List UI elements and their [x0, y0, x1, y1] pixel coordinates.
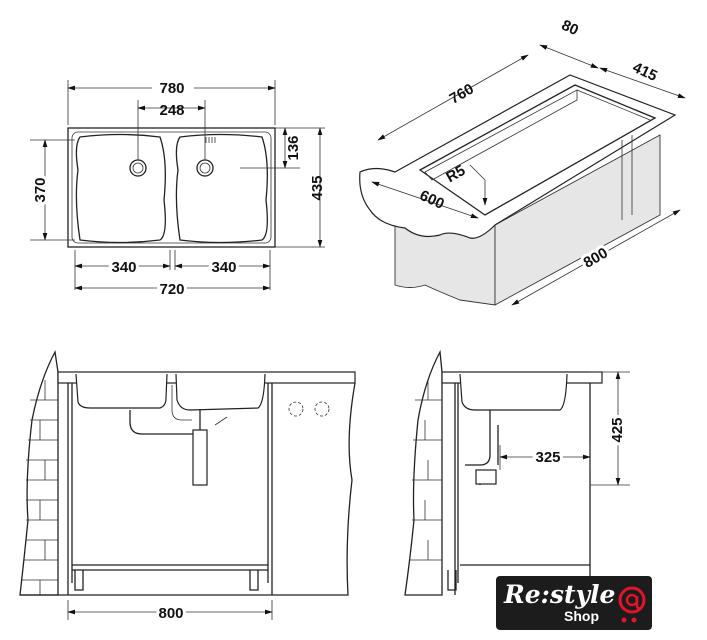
dim-780: 780 — [159, 80, 184, 97]
logo-subtext: Shop — [564, 608, 599, 624]
dim-760: 760 — [447, 80, 477, 107]
cart-at-icon — [618, 586, 646, 623]
dim-325: 325 — [535, 449, 560, 466]
dim-425: 425 — [609, 417, 626, 442]
side-view: 425 325 — [404, 349, 630, 596]
dim-800-front: 800 — [158, 605, 183, 622]
dim-415: 415 — [630, 59, 660, 85]
top-view: 780 248 136 435 370 340 340 720 — [29, 78, 326, 301]
dim-340-left: 340 — [111, 259, 136, 276]
logo-text: Re:style — [504, 580, 616, 609]
restyle-shop-logo: Re:style Shop — [496, 576, 652, 630]
dim-80: 80 — [559, 17, 581, 39]
dim-370: 370 — [32, 177, 49, 202]
isometric-view: 760 80 415 R5 600 800 — [359, 17, 686, 306]
front-view: 800 — [19, 349, 356, 625]
dim-435: 435 — [309, 175, 326, 200]
dim-136: 136 — [285, 135, 302, 160]
dim-720: 720 — [159, 281, 184, 298]
dim-340-right: 340 — [211, 259, 236, 276]
dim-248: 248 — [159, 102, 184, 119]
